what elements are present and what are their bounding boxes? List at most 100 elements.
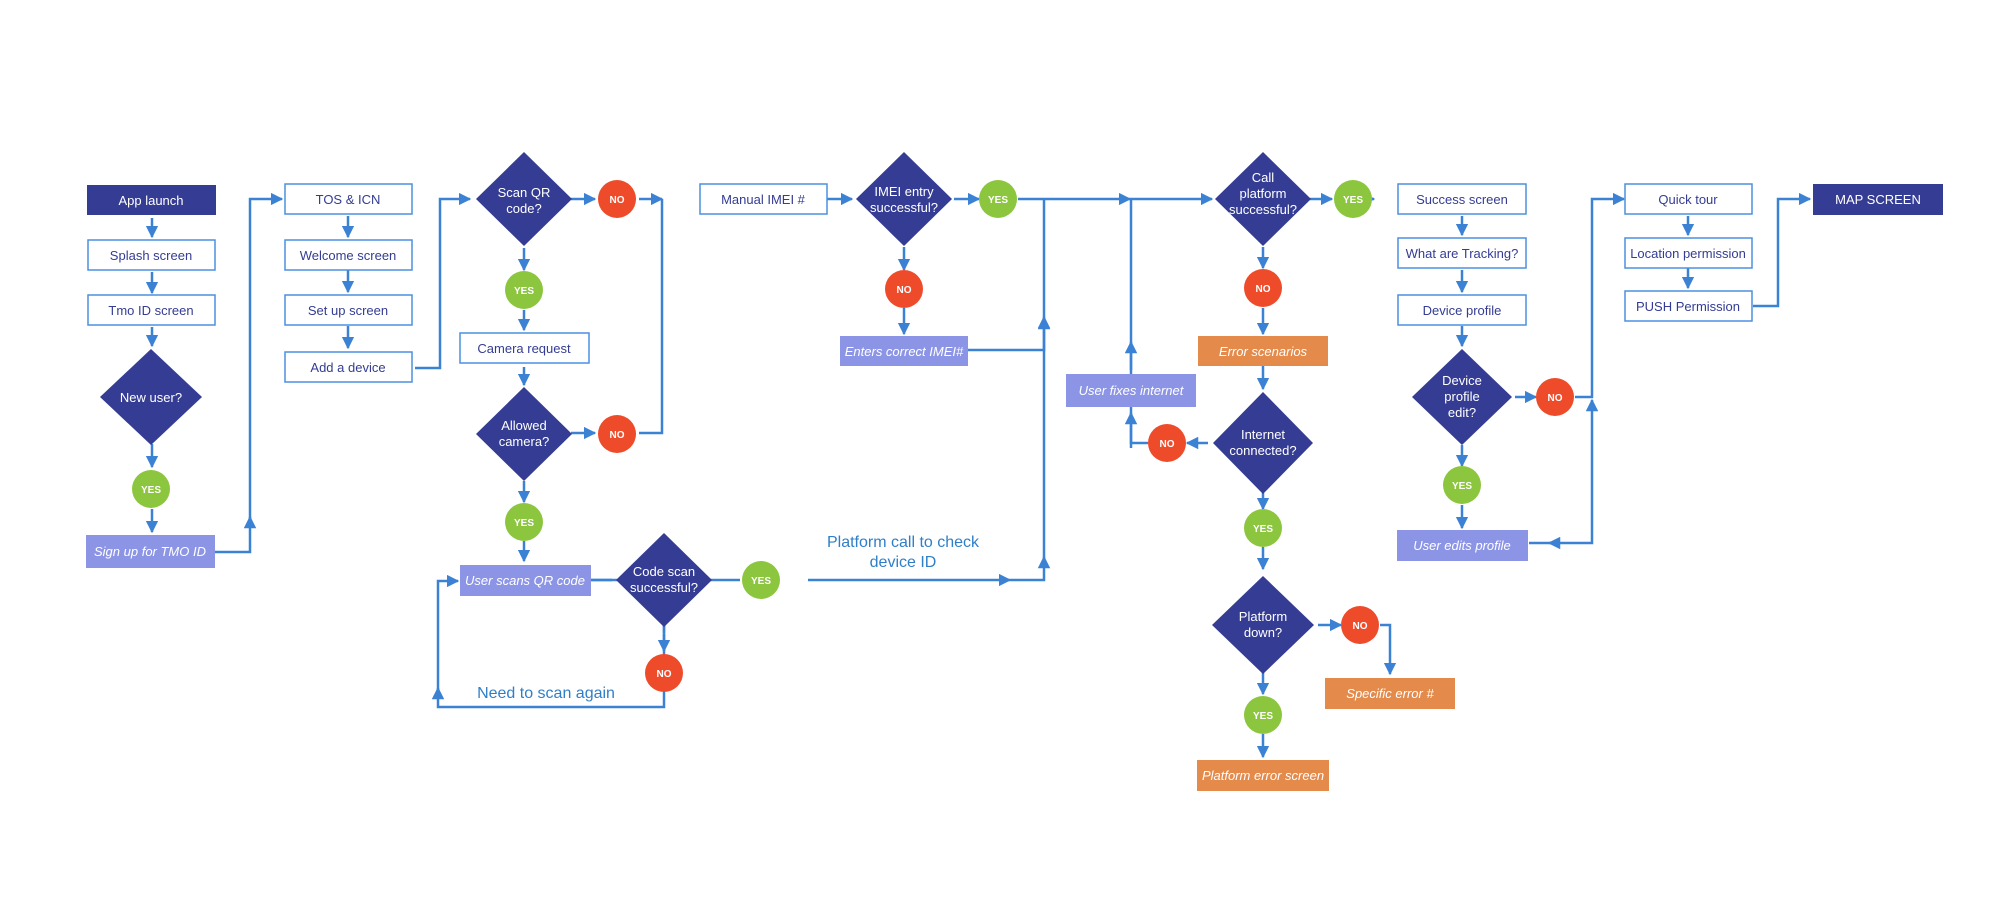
badge-no-device-edit-circle xyxy=(1536,378,1574,416)
badge-no-scan-qr: NO xyxy=(598,180,636,218)
badge-yes-device-edit: YES xyxy=(1443,466,1481,504)
connector xyxy=(1575,192,1626,399)
connectors xyxy=(145,192,1812,759)
badge-no-scan-qr-circle xyxy=(598,180,636,218)
node-add-a-device: Add a device xyxy=(284,351,413,383)
decision-imei-entry-shape xyxy=(856,152,952,246)
node-welcome-screen: Welcome screen xyxy=(284,239,413,271)
connector xyxy=(1529,398,1599,545)
decision-platform-down-shape xyxy=(1212,576,1314,674)
node-quick-tour-box xyxy=(1624,183,1753,215)
connector xyxy=(248,192,284,528)
node-push-permission-label: PUSH Permission xyxy=(1636,299,1740,314)
annotation-need-scan-again: Need to scan again xyxy=(477,685,615,702)
node-map-screen: MAP SCREEN xyxy=(1813,184,1943,215)
badge-yes-scan-qr: YES xyxy=(505,271,543,309)
badge-yes-camera-label: YES xyxy=(514,518,534,529)
badge-no-call-label: NO xyxy=(1256,284,1271,295)
badge-yes-code-scan-circle xyxy=(742,561,780,599)
node-push-permission-box xyxy=(1624,290,1753,322)
node-location-permission-label: Location permission xyxy=(1630,246,1746,261)
node-enters-correct-imei-box xyxy=(840,336,968,366)
badge-yes-internet-circle xyxy=(1244,509,1282,547)
badge-yes-call-circle xyxy=(1334,180,1372,218)
connector xyxy=(1124,411,1148,445)
node-device-profile: Device profile xyxy=(1397,294,1527,326)
node-user-scans-qr-box xyxy=(460,565,591,596)
badge-yes-call: YES xyxy=(1334,180,1372,218)
node-sign-up: Sign up for TMO ID xyxy=(86,535,215,568)
badge-no-camera-circle xyxy=(598,415,636,453)
badge-no-imei: NO xyxy=(885,270,923,308)
node-device-profile-box xyxy=(1397,294,1527,326)
node-add-a-device-box xyxy=(284,351,413,383)
node-platform-error-screen-label: Platform error screen xyxy=(1202,768,1324,783)
badge-no-internet-circle xyxy=(1148,424,1186,462)
connector xyxy=(215,515,257,554)
badge-no-platform-down-label: NO xyxy=(1353,621,1368,632)
badge-yes-code-scan: YES xyxy=(742,561,780,599)
badge-no-device-edit: NO xyxy=(1536,378,1574,416)
badge-yes-new-user-circle xyxy=(132,470,170,508)
decision-new-user-label: New user? xyxy=(120,390,182,405)
badge-yes-new-user-label: YES xyxy=(141,485,161,496)
node-set-up-screen-label: Set up screen xyxy=(308,303,388,318)
node-specific-error: Specific error # xyxy=(1325,678,1455,709)
node-tos-icn-box xyxy=(284,183,413,215)
node-splash-screen: Splash screen xyxy=(87,239,216,271)
node-platform-error-screen-box xyxy=(1197,760,1329,791)
node-manual-imei: Manual IMEI # xyxy=(699,183,828,215)
node-camera-request-box xyxy=(459,332,590,364)
connector xyxy=(436,574,460,690)
node-success-screen-label: Success screen xyxy=(1416,192,1508,207)
node-quick-tour: Quick tour xyxy=(1624,183,1753,215)
node-welcome-screen-label: Welcome screen xyxy=(300,248,397,263)
node-splash-screen-box xyxy=(87,239,216,271)
node-set-up-screen: Set up screen xyxy=(284,294,413,326)
node-success-screen-box xyxy=(1397,183,1527,215)
connector xyxy=(1380,623,1397,676)
badge-yes-code-scan-label: YES xyxy=(751,576,771,587)
badge-yes-internet: YES xyxy=(1244,509,1282,547)
node-camera-request: Camera request xyxy=(459,332,590,364)
badge-yes-imei: YES xyxy=(979,180,1017,218)
badge-yes-new-user: YES xyxy=(132,470,170,508)
badge-no-imei-circle xyxy=(885,270,923,308)
node-error-scenarios-box xyxy=(1198,336,1328,366)
decision-scan-qr-shape xyxy=(476,152,572,246)
node-tos-icn-label: TOS & ICN xyxy=(316,192,381,207)
node-set-up-screen-box xyxy=(284,294,413,326)
node-splash-screen-label: Splash screen xyxy=(110,248,192,263)
node-tmo-id-screen-box xyxy=(87,294,216,326)
node-add-a-device-label: Add a device xyxy=(310,360,385,375)
badge-no-internet-label: NO xyxy=(1160,439,1175,450)
badge-yes-camera: YES xyxy=(505,503,543,541)
badge-no-camera-label: NO xyxy=(610,430,625,441)
decision-new-user-shape xyxy=(100,349,202,445)
node-quick-tour-label: Quick tour xyxy=(1658,192,1718,207)
badge-no-call-circle xyxy=(1244,269,1282,307)
badge-no-imei-label: NO xyxy=(897,285,912,296)
node-map-screen-box xyxy=(1813,184,1943,215)
node-specific-error-label: Specific error # xyxy=(1346,686,1434,701)
node-user-edits-profile-label: User edits profile xyxy=(1413,538,1511,553)
decision-new-user: New user? xyxy=(100,349,202,445)
badge-yes-platform-down-label: YES xyxy=(1253,711,1273,722)
node-app-launch-label: App launch xyxy=(118,193,183,208)
badge-yes-scan-qr-label: YES xyxy=(514,286,534,297)
connector xyxy=(415,192,472,370)
connector xyxy=(639,199,664,435)
node-user-scans-qr-label: User scans QR code xyxy=(465,573,585,588)
badge-yes-internet-label: YES xyxy=(1253,524,1273,535)
